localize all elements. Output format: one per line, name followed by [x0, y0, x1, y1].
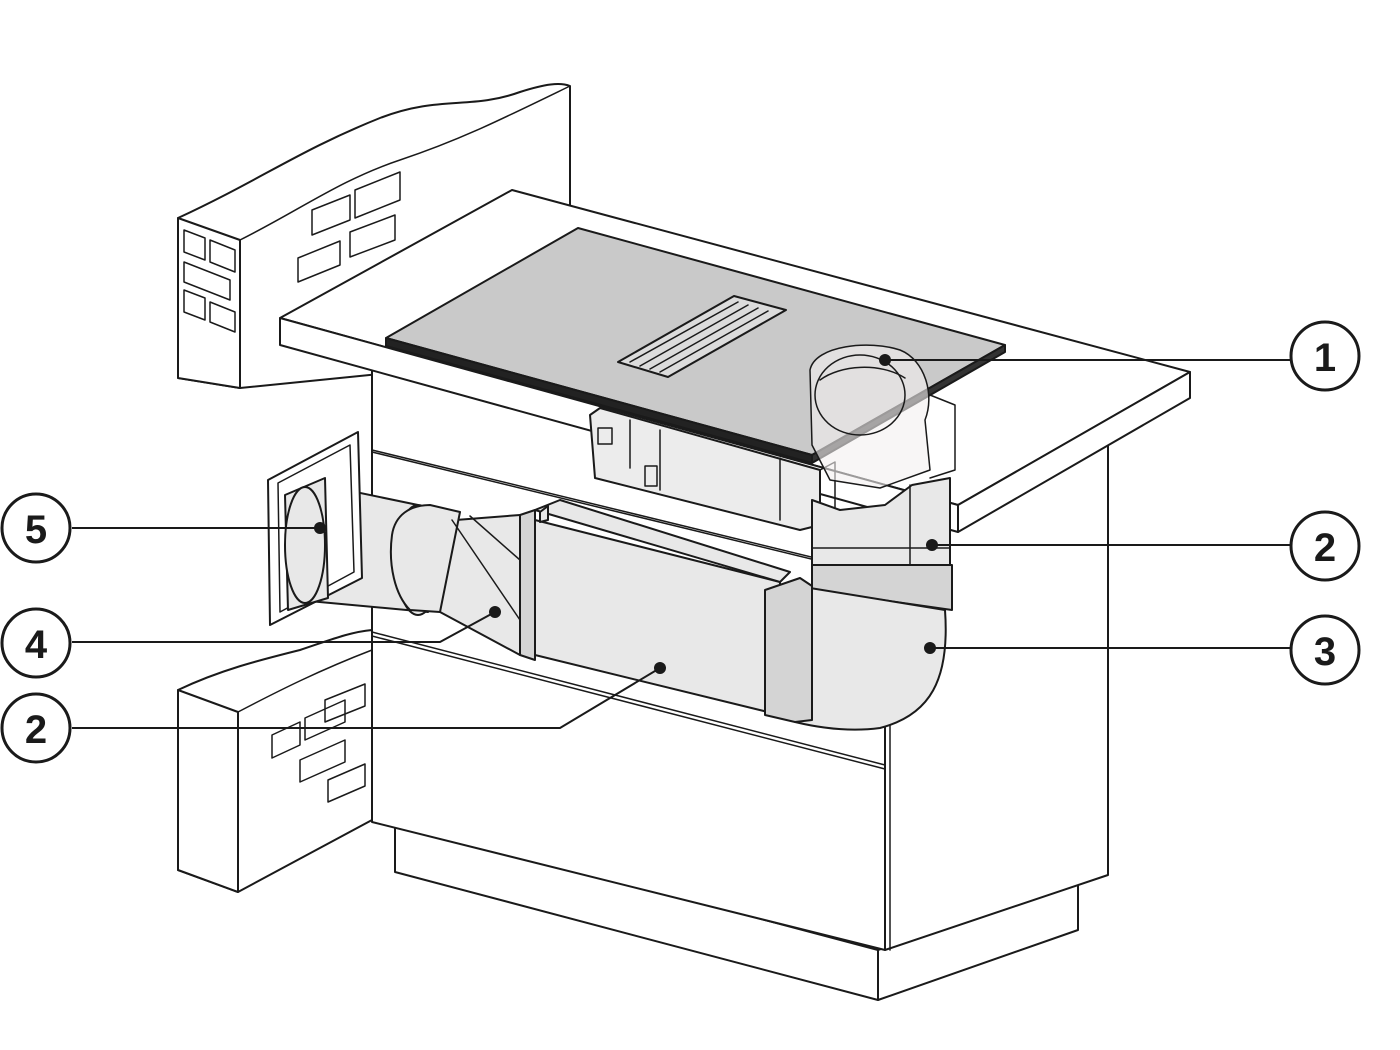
vertical-duct-and-bend [794, 477, 953, 731]
lower-wall [177, 629, 373, 893]
leader-lines [72, 354, 1290, 729]
callout-5: 5 [0, 492, 72, 564]
callout-2-top: 2 [1289, 510, 1361, 582]
leader-3-dot [924, 642, 936, 654]
callout-5-label: 5 [25, 508, 47, 552]
callout-2-bottom: 2 [0, 692, 72, 764]
leader-2a-dot [926, 539, 938, 551]
leader-1-dot [879, 354, 891, 366]
fan-unit [589, 344, 956, 531]
callout-1-label: 1 [1314, 336, 1336, 380]
callout-2-bottom-label: 2 [25, 708, 47, 752]
callout-4: 4 [0, 607, 72, 679]
callout-3-label: 3 [1314, 630, 1336, 674]
leader-4-dot [489, 606, 501, 618]
callout-3: 3 [1289, 614, 1361, 686]
callout-1: 1 [1289, 320, 1361, 392]
leader-5-dot [314, 522, 326, 534]
leader-2b [72, 667, 661, 729]
leader-2b-dot [654, 662, 666, 674]
callout-2-top-label: 2 [1314, 526, 1336, 570]
leader-4 [72, 611, 496, 643]
callout-4-label: 4 [25, 623, 48, 667]
horizontal-duct [519, 499, 813, 723]
